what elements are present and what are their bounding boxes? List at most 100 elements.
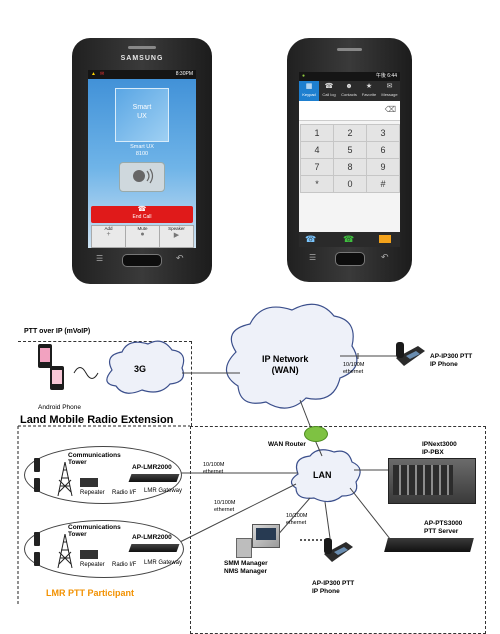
app-tile[interactable]: Smart UX	[115, 88, 169, 142]
cloud-3g-label: 3G	[134, 364, 147, 374]
radio-handset-icon	[34, 478, 40, 492]
message-compose-icon[interactable]	[379, 235, 391, 243]
lmr-participant-title: LMR PTT Participant	[46, 588, 135, 598]
back-icon[interactable]: ↶	[381, 252, 389, 262]
android-phone-front	[50, 366, 64, 390]
tower-1-label: Communications Tower	[68, 452, 121, 466]
mic-icon: ●	[140, 231, 145, 238]
link-lan-ipphone	[324, 501, 331, 539]
menu-icon[interactable]: ☰	[309, 253, 317, 262]
key-hash[interactable]: #	[366, 175, 400, 193]
speaking-icon	[133, 168, 154, 184]
phone-hangup-icon: ☎	[137, 206, 147, 213]
ip-phone-top	[394, 340, 426, 368]
repeater-icon	[80, 550, 98, 559]
gateway-1-model: AP-LMR2000	[132, 464, 172, 471]
android-phone-label: Android Phone	[38, 404, 82, 411]
lmr-extension-title: Land Mobile Radio Extension	[20, 414, 174, 426]
tower-icon	[57, 462, 73, 496]
end-call-button[interactable]: ☎ End Call	[91, 206, 193, 223]
speaker-icon: ▶	[173, 232, 180, 239]
lmr-gateway-icon	[128, 544, 180, 552]
clock: 午後 6:44	[375, 73, 397, 79]
ipnext-server	[388, 458, 476, 504]
ptt-over-ip-region	[18, 341, 192, 426]
message-icon: ✉	[386, 83, 393, 90]
ptt-over-ip-title: PTT over IP (mVoIP)	[24, 328, 91, 335]
lmr1-link-label: 10/100M ethernet	[203, 462, 225, 475]
lmr-gateway-icon	[128, 474, 180, 482]
smm-tower	[236, 538, 252, 558]
tower-2-label: Communications Tower	[68, 524, 121, 538]
contacts-icon: ☻	[345, 83, 353, 90]
warning-icon: ▲	[91, 71, 96, 77]
cloud-ip-network	[225, 303, 358, 409]
phone-brand: SAMSUNG	[120, 55, 164, 62]
lmr2-link-label: 10/100M ethernet	[214, 500, 236, 513]
keypad-icon: ▦	[305, 83, 313, 90]
status-bar: ▲ ✉ 8:30PM	[88, 70, 196, 79]
pts-server	[384, 538, 474, 552]
tower-icon	[57, 534, 73, 568]
tab-contacts[interactable]: ☻ Contacts	[339, 81, 359, 101]
back-icon[interactable]: ↶	[176, 253, 184, 263]
wan-router-icon	[304, 426, 328, 442]
mute-button[interactable]: Mute ●	[125, 225, 160, 248]
radio-handset-icon	[34, 532, 40, 546]
speaker-button[interactable]: Speaker ▶	[159, 225, 194, 248]
tab-keypad[interactable]: ▦ Keypad	[299, 81, 319, 101]
clock: 8:30PM	[175, 71, 193, 77]
android-icon: ●	[302, 73, 306, 79]
radio-handset-icon	[34, 552, 40, 566]
ipnext-label: IPNext3000 IP-PBX	[422, 441, 457, 456]
smm-link-label: 10/100M ethernet	[286, 513, 308, 526]
tab-message[interactable]: ✉ Message	[379, 81, 400, 101]
ptt-button[interactable]	[119, 162, 165, 192]
repeater-1-label: Repeater	[80, 490, 105, 496]
home-button[interactable]	[122, 254, 162, 267]
link-lmr2-lan	[179, 483, 297, 543]
ip-network-label: IP Network (WAN)	[262, 354, 309, 375]
tab-call-log[interactable]: ☎ Call log	[319, 81, 339, 101]
left-phone-screen: ▲ ✉ 8:30PM Smart UX Smart UX 8100 ☎ End …	[88, 70, 196, 248]
mail-icon: ✉	[100, 71, 105, 77]
repeater-icon	[80, 478, 98, 487]
gateway-2-model: AP-LMR2000	[132, 534, 172, 541]
video-call-icon[interactable]: ☎	[305, 234, 317, 244]
radio-handset-icon	[34, 458, 40, 472]
home-button[interactable]	[335, 252, 365, 266]
lan-label: LAN	[313, 470, 332, 480]
plus-icon: +	[106, 231, 111, 238]
link-router-lan	[314, 439, 323, 457]
radio-wave	[73, 367, 99, 379]
radio-if-2-label: Radio I/F	[112, 562, 137, 568]
right-phone: ● 午後 6:44 ▦ Keypad ☎ Call log ☻ Contacts…	[287, 38, 412, 282]
status-bar: ● 午後 6:44	[299, 72, 400, 81]
wan-link-label: 10/100M ethernet	[343, 362, 365, 375]
ip-phone-bottom-label: AP-IP300 PTT IP Phone	[312, 580, 355, 595]
gateway-2-label: LMR Gateway	[144, 560, 183, 566]
pts-label: AP-PTS3000 PTT Server	[424, 520, 463, 535]
link-lan-smm	[275, 497, 311, 538]
repeater-2-label: Repeater	[80, 562, 105, 568]
cloud-lan	[290, 449, 361, 503]
backspace-icon[interactable]: ⌫	[384, 105, 396, 114]
ip-phone-bottom	[322, 536, 354, 564]
ip-phone-top-label: AP-IP300 PTT IP Phone	[430, 353, 473, 368]
left-phone: SAMSUNG ▲ ✉ 8:30PM Smart UX Smart UX 810…	[72, 38, 212, 284]
right-phone-screen: ● 午後 6:44 ▦ Keypad ☎ Call log ☻ Contacts…	[299, 72, 400, 247]
number-display[interactable]: ⌫	[299, 101, 400, 121]
link-lan-pts	[349, 487, 395, 545]
link-wan-router	[299, 399, 313, 432]
tab-favorite[interactable]: ★ Favorite	[359, 81, 379, 101]
radio-if-1-label: Radio I/F	[112, 490, 137, 496]
star-icon: ★	[365, 83, 373, 90]
earpiece	[128, 46, 156, 49]
cloud-3g	[106, 340, 185, 394]
gateway-1-label: LMR Gateway	[144, 488, 183, 494]
wan-router-label: WAN Router	[268, 441, 306, 448]
call-icon[interactable]: ☎	[343, 234, 355, 244]
android-phone-back	[38, 344, 52, 368]
menu-icon[interactable]: ☰	[96, 254, 104, 263]
